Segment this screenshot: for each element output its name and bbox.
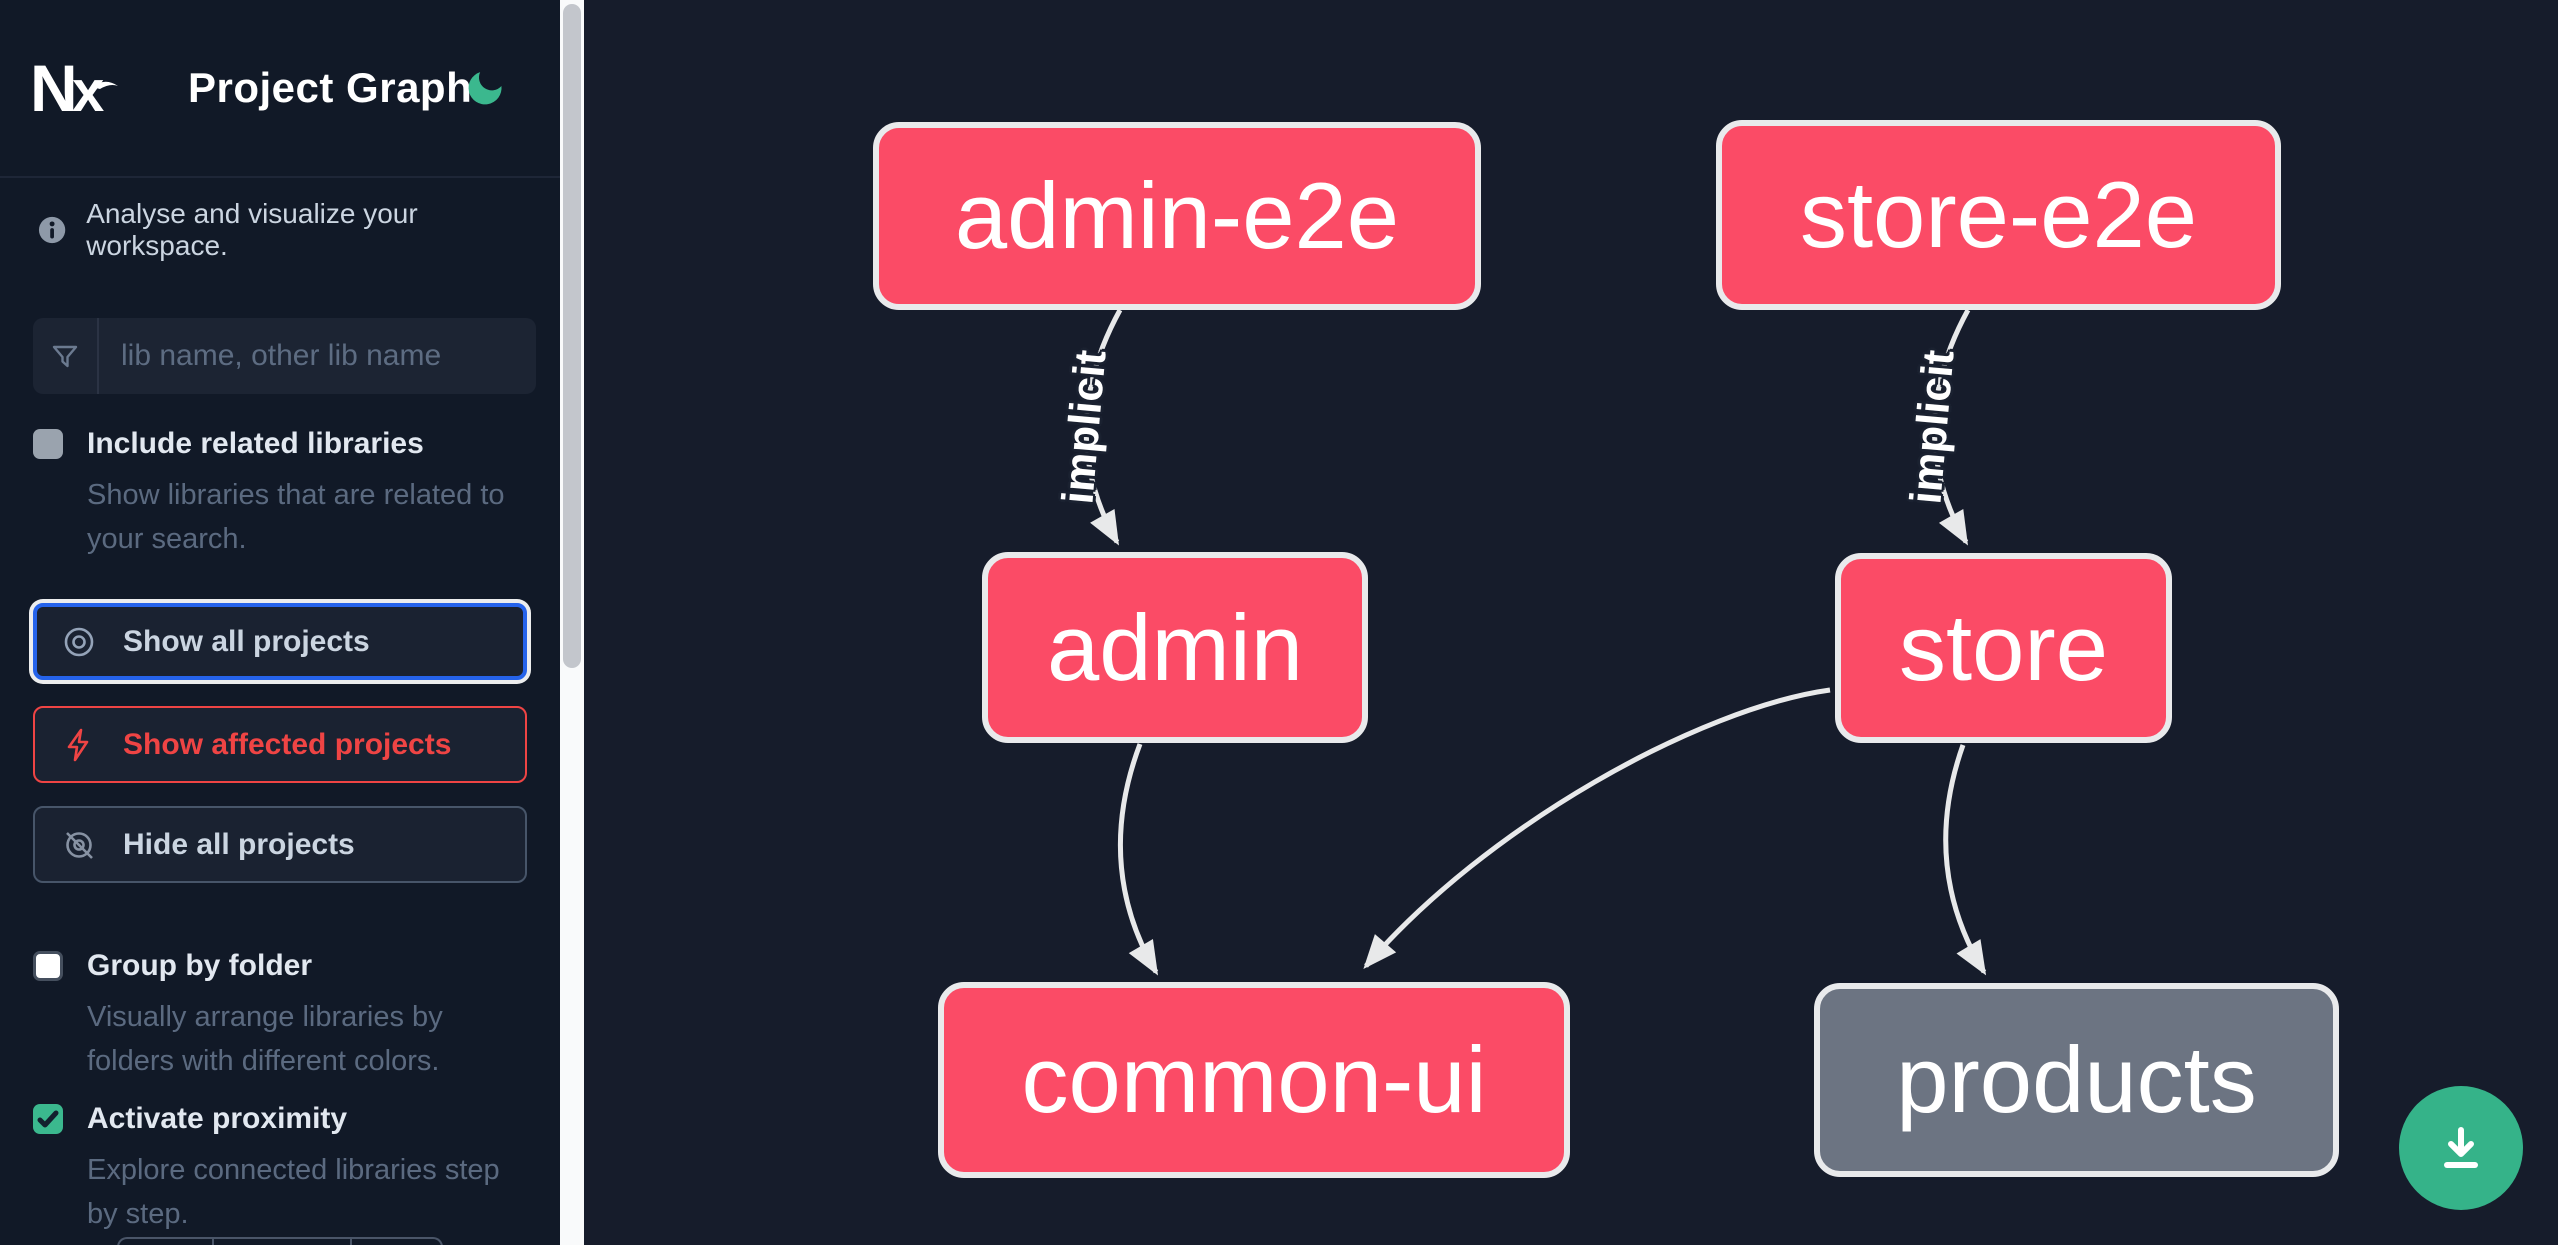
toggle-label: Activate proximity [87,1102,348,1135]
group-by-folder-toggle[interactable]: Group by folder Visually arrange librari… [33,949,533,1083]
info-icon [38,216,66,244]
hide-all-projects-button[interactable]: Hide all projects [33,806,527,883]
check-icon [37,1110,59,1128]
graph-edge-store-common-ui[interactable] [1363,687,1831,970]
graph-edge-store-e2e-store[interactable] [1932,308,1971,546]
download-graph-button[interactable] [2399,1086,2523,1210]
workspace-info: Analyse and visualize your workspace. [38,198,538,262]
show-affected-projects-button[interactable]: Show affected projects [33,706,527,783]
search-box [33,318,536,394]
graph-node-store-e2e[interactable]: store-e2e [1716,120,2281,310]
graph-node-common-ui[interactable]: common-ui [938,982,1570,1178]
graph-edge-store-products[interactable] [1943,744,1987,976]
include-related-toggle[interactable]: Include related libraries Show libraries… [33,427,533,561]
svg-text:N: N [30,53,74,123]
sidebar: N x Project Graph Analyse and visualize … [0,0,560,1245]
sidebar-scrollbar[interactable] [560,0,584,1245]
download-icon [2444,1127,2478,1168]
search-input[interactable] [99,320,536,392]
svg-text:x: x [72,59,104,123]
activate-proximity-toggle[interactable]: Activate proximity Explore connected lib… [33,1102,533,1236]
moon-icon [468,72,502,105]
page-title: Project Graph [188,64,473,111]
eye-off-icon [66,831,93,859]
toggle-description: Explore connected libraries step by step… [87,1154,500,1230]
toggle-label: Group by folder [87,949,312,982]
proximity-depth-stepper[interactable] [117,1237,443,1245]
toggle-label: Include related libraries [87,427,424,460]
theme-toggle-button[interactable] [462,66,508,112]
graph-node-admin-e2e[interactable]: admin-e2e [873,122,1481,310]
eye-icon [64,627,94,656]
show-all-projects-button[interactable]: Show all projects [33,603,527,680]
toggle-description: Show libraries that are related to your … [87,479,505,555]
graph-node-products[interactable]: products [1814,983,2339,1177]
scrollbar-thumb[interactable] [563,4,581,668]
graph-node-admin[interactable]: admin [982,552,1368,743]
graph-edge-admin-e2e-admin[interactable] [1083,308,1123,546]
sidebar-header: N x Project Graph [0,0,560,178]
graph-node-store[interactable]: store [1835,553,2172,743]
graph-edge-admin-common-ui[interactable] [1117,743,1159,976]
filter-funnel-icon [33,318,99,394]
bolt-icon [67,728,89,761]
include-related-checkbox[interactable] [33,429,63,459]
graph-edges [1083,308,1987,976]
activate-proximity-checkbox[interactable] [33,1104,63,1134]
group-by-folder-checkbox[interactable] [33,951,63,981]
project-graph-canvas[interactable]: admin-e2e store-e2e admin store common-ui pro… [584,0,2558,1245]
nx-logo: N x [30,53,118,123]
toggle-description: Visually arrange libraries by folders wi… [87,1001,443,1077]
info-text: Analyse and visualize your workspace. [86,198,418,261]
